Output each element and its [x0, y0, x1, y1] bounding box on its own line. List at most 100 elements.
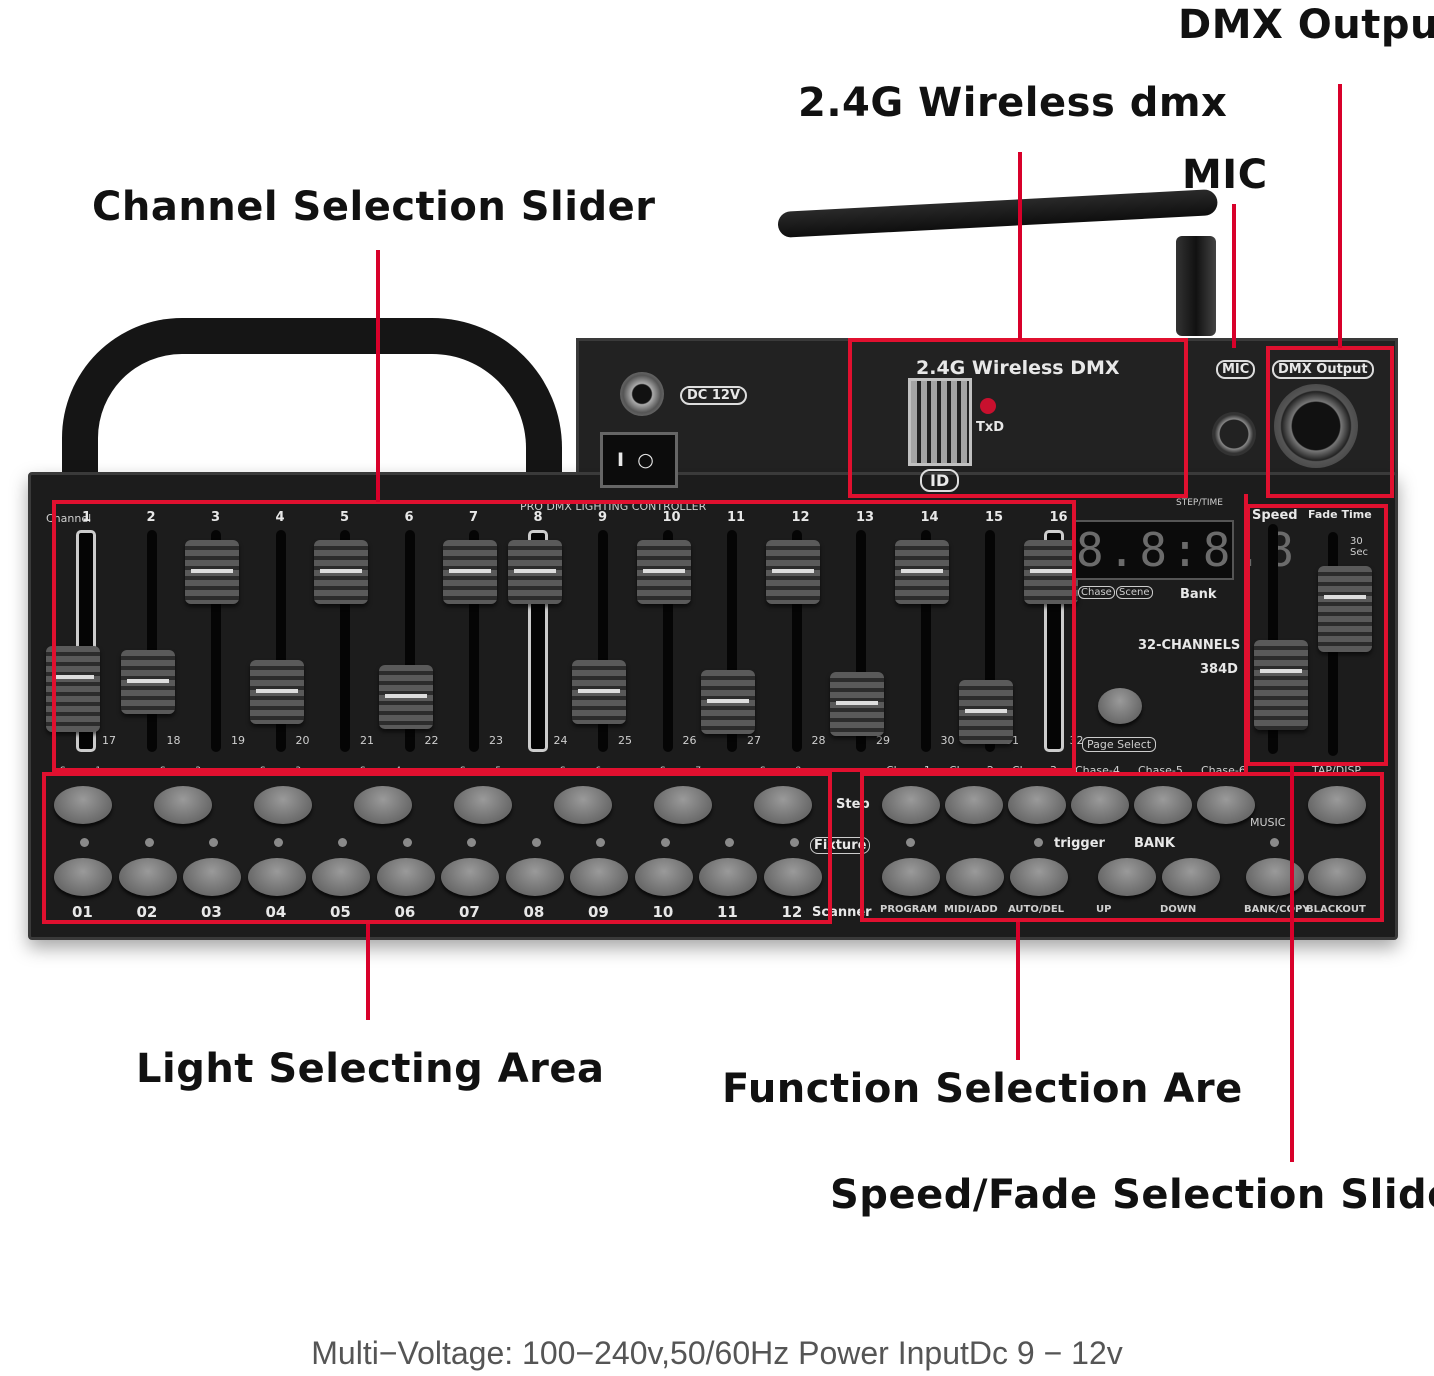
function-button-label: UP — [1096, 904, 1112, 915]
power-switch-glyph: I ○ — [617, 449, 654, 471]
channel-slider-track[interactable] — [469, 530, 479, 752]
function-button-label: BANK/COPY — [1244, 904, 1310, 915]
dc-power-jack[interactable] — [620, 372, 664, 416]
chase-button[interactable] — [1008, 786, 1066, 824]
channel-number-top: 3 — [211, 510, 221, 525]
power-switch[interactable]: I ○ — [600, 432, 678, 488]
chase-button[interactable] — [1134, 786, 1192, 824]
channel-slider-knob[interactable] — [378, 665, 433, 729]
speed-slider-track[interactable] — [1268, 524, 1278, 754]
channel-number-top: 2 — [146, 510, 156, 525]
scene-button[interactable] — [554, 786, 612, 824]
scene-button[interactable] — [54, 786, 112, 824]
channel-slider-knob[interactable] — [120, 650, 175, 714]
page-select-button[interactable] — [1098, 688, 1142, 724]
scene-button[interactable] — [354, 786, 412, 824]
channel-slider-knob[interactable] — [185, 540, 239, 604]
channel-slider-track[interactable] — [275, 530, 286, 752]
function-button[interactable] — [1162, 858, 1220, 896]
function-button-label: DOWN — [1160, 904, 1197, 915]
channel-number-bottom: 26 — [682, 734, 697, 747]
channel-number-bottom: 27 — [747, 734, 761, 747]
channel-slider-track[interactable] — [598, 530, 608, 752]
channel-slider-knob[interactable] — [507, 540, 562, 604]
footer-spec: Multi−Voltage: 100−240v,50/60Hz Power In… — [311, 1335, 1123, 1371]
channel-number-top: 15 — [985, 510, 1004, 525]
fixture-label: Fixture — [810, 837, 871, 854]
channel-slider-track[interactable] — [146, 530, 157, 752]
fixture-number: 01 — [72, 903, 93, 921]
channel-slider-track[interactable] — [856, 530, 866, 752]
callout-wireless: 2.4G Wireless dmx — [798, 80, 1228, 126]
channel-number-bottom: 25 — [618, 734, 632, 747]
scene-button[interactable] — [654, 786, 712, 824]
fixture-button[interactable] — [183, 858, 241, 896]
fixture-button[interactable] — [247, 858, 306, 896]
channel-slider-knob[interactable] — [701, 670, 755, 734]
dmx-port-label: DMX Output — [1272, 360, 1374, 379]
channel-slider-track[interactable] — [662, 530, 673, 752]
dc-label: DC 12V — [680, 386, 748, 405]
fixture-button[interactable] — [763, 858, 822, 896]
mic-port[interactable] — [1212, 412, 1256, 456]
scene-button[interactable] — [754, 786, 812, 824]
scene-button[interactable] — [454, 786, 512, 824]
channel-number-bottom: 21 — [360, 734, 374, 747]
chase-button[interactable] — [882, 786, 940, 824]
fixture-led — [402, 838, 412, 847]
channel-slider-track[interactable] — [791, 530, 802, 752]
function-button[interactable] — [882, 858, 940, 896]
function-led — [1270, 838, 1279, 847]
channel-number-bottom: 17 — [102, 734, 116, 747]
channel-slider-track[interactable] — [920, 530, 931, 752]
channel-slider-track[interactable] — [985, 530, 995, 752]
leader-mic — [1232, 204, 1236, 348]
channel-number-top: 13 — [856, 510, 875, 525]
channel-number-top: 9 — [598, 510, 608, 525]
fixture-button[interactable] — [441, 858, 499, 896]
channel-slider-track[interactable] — [211, 530, 221, 752]
function-button[interactable] — [1098, 858, 1156, 896]
scene-button[interactable] — [254, 786, 312, 824]
channel-slider-knob[interactable] — [443, 540, 497, 604]
fixture-button[interactable] — [376, 858, 435, 896]
fixture-button[interactable] — [634, 858, 693, 896]
channel-slider-knob[interactable] — [1023, 540, 1078, 604]
fixture-button[interactable] — [570, 858, 628, 896]
fixture-number: 12 — [781, 903, 803, 921]
fixture-button[interactable] — [699, 858, 757, 896]
channel-slider-knob[interactable] — [765, 540, 820, 604]
channel-slider-knob[interactable] — [636, 540, 691, 604]
fade-slider-knob[interactable] — [1318, 566, 1372, 652]
channel-slider-track[interactable] — [727, 530, 737, 752]
channel-slider-knob[interactable] — [894, 540, 949, 604]
function-button[interactable] — [946, 858, 1004, 896]
tap-disp-button[interactable] — [1308, 786, 1366, 824]
channel-slider-knob[interactable] — [314, 540, 368, 604]
fixture-button[interactable] — [118, 858, 177, 896]
fixture-button[interactable] — [505, 858, 564, 896]
frame-speed-fade — [1246, 504, 1388, 766]
channel-number-top: 10 — [662, 510, 681, 525]
channel-slider-track[interactable] — [340, 530, 350, 752]
function-button[interactable] — [1010, 858, 1068, 896]
channel-slider-knob[interactable] — [830, 672, 884, 736]
channel-slider-knob[interactable] — [572, 660, 626, 724]
function-button[interactable] — [1308, 858, 1366, 896]
chase-button[interactable] — [1197, 786, 1255, 824]
channel-number-bottom: 29 — [876, 734, 890, 747]
chase-button[interactable] — [945, 786, 1003, 824]
chase-button[interactable] — [1071, 786, 1129, 824]
channel-slider-knob[interactable] — [959, 680, 1013, 744]
channels-384-label: 384D — [1200, 662, 1238, 677]
fixture-button[interactable] — [312, 858, 370, 896]
scene-button[interactable] — [154, 786, 212, 824]
channel-slider-knob[interactable] — [249, 660, 304, 724]
function-button[interactable] — [1246, 858, 1304, 896]
channel-slider-track[interactable] — [404, 530, 415, 752]
speed-slider-knob[interactable] — [1254, 640, 1308, 730]
dmx-output-port[interactable] — [1274, 384, 1358, 468]
id-matrix-icon — [908, 378, 972, 466]
fixture-button[interactable] — [54, 858, 112, 896]
bank-label: BANK — [1134, 836, 1175, 851]
